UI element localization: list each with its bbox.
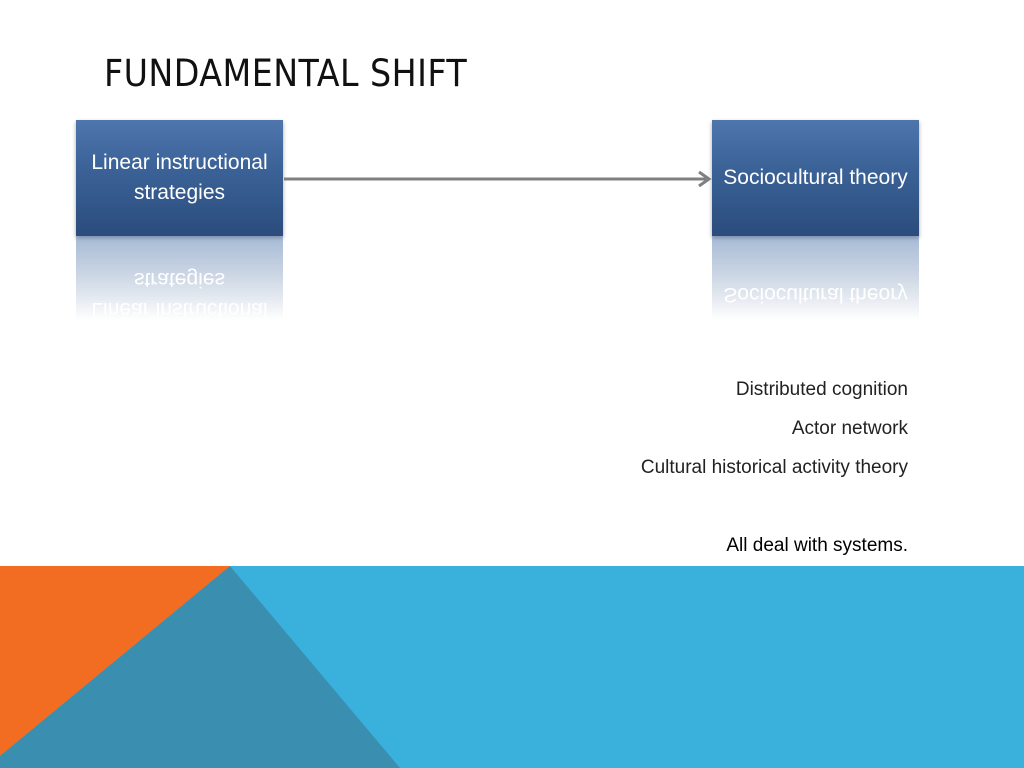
- footer-teal-triangle: [0, 566, 400, 768]
- slide-title: Fundamental Shift: [104, 52, 468, 95]
- node-linear-instructional-strategies[interactable]: Linear instructional strategies Linear i…: [76, 120, 283, 320]
- theory-item: Actor network: [791, 418, 908, 439]
- node-box[interactable]: Sociocultural theory: [712, 120, 919, 236]
- footer-decoration: [0, 566, 1024, 768]
- theory-item: Distributed cognition: [735, 379, 908, 400]
- arrowhead: [698, 170, 712, 188]
- node-box[interactable]: Linear instructional strategies: [76, 120, 283, 236]
- node-label: Sociocultural theory: [723, 166, 908, 189]
- node-sociocultural-theory[interactable]: Sociocultural theory Sociocultural theor…: [712, 120, 919, 320]
- theory-item: Cultural historical activity theory: [640, 457, 908, 478]
- node-label: Linear instructional strategies: [91, 151, 268, 204]
- conclusion-text: All deal with systems.: [726, 535, 908, 556]
- theory-list: Distributed cognition Actor network Cult…: [641, 370, 908, 565]
